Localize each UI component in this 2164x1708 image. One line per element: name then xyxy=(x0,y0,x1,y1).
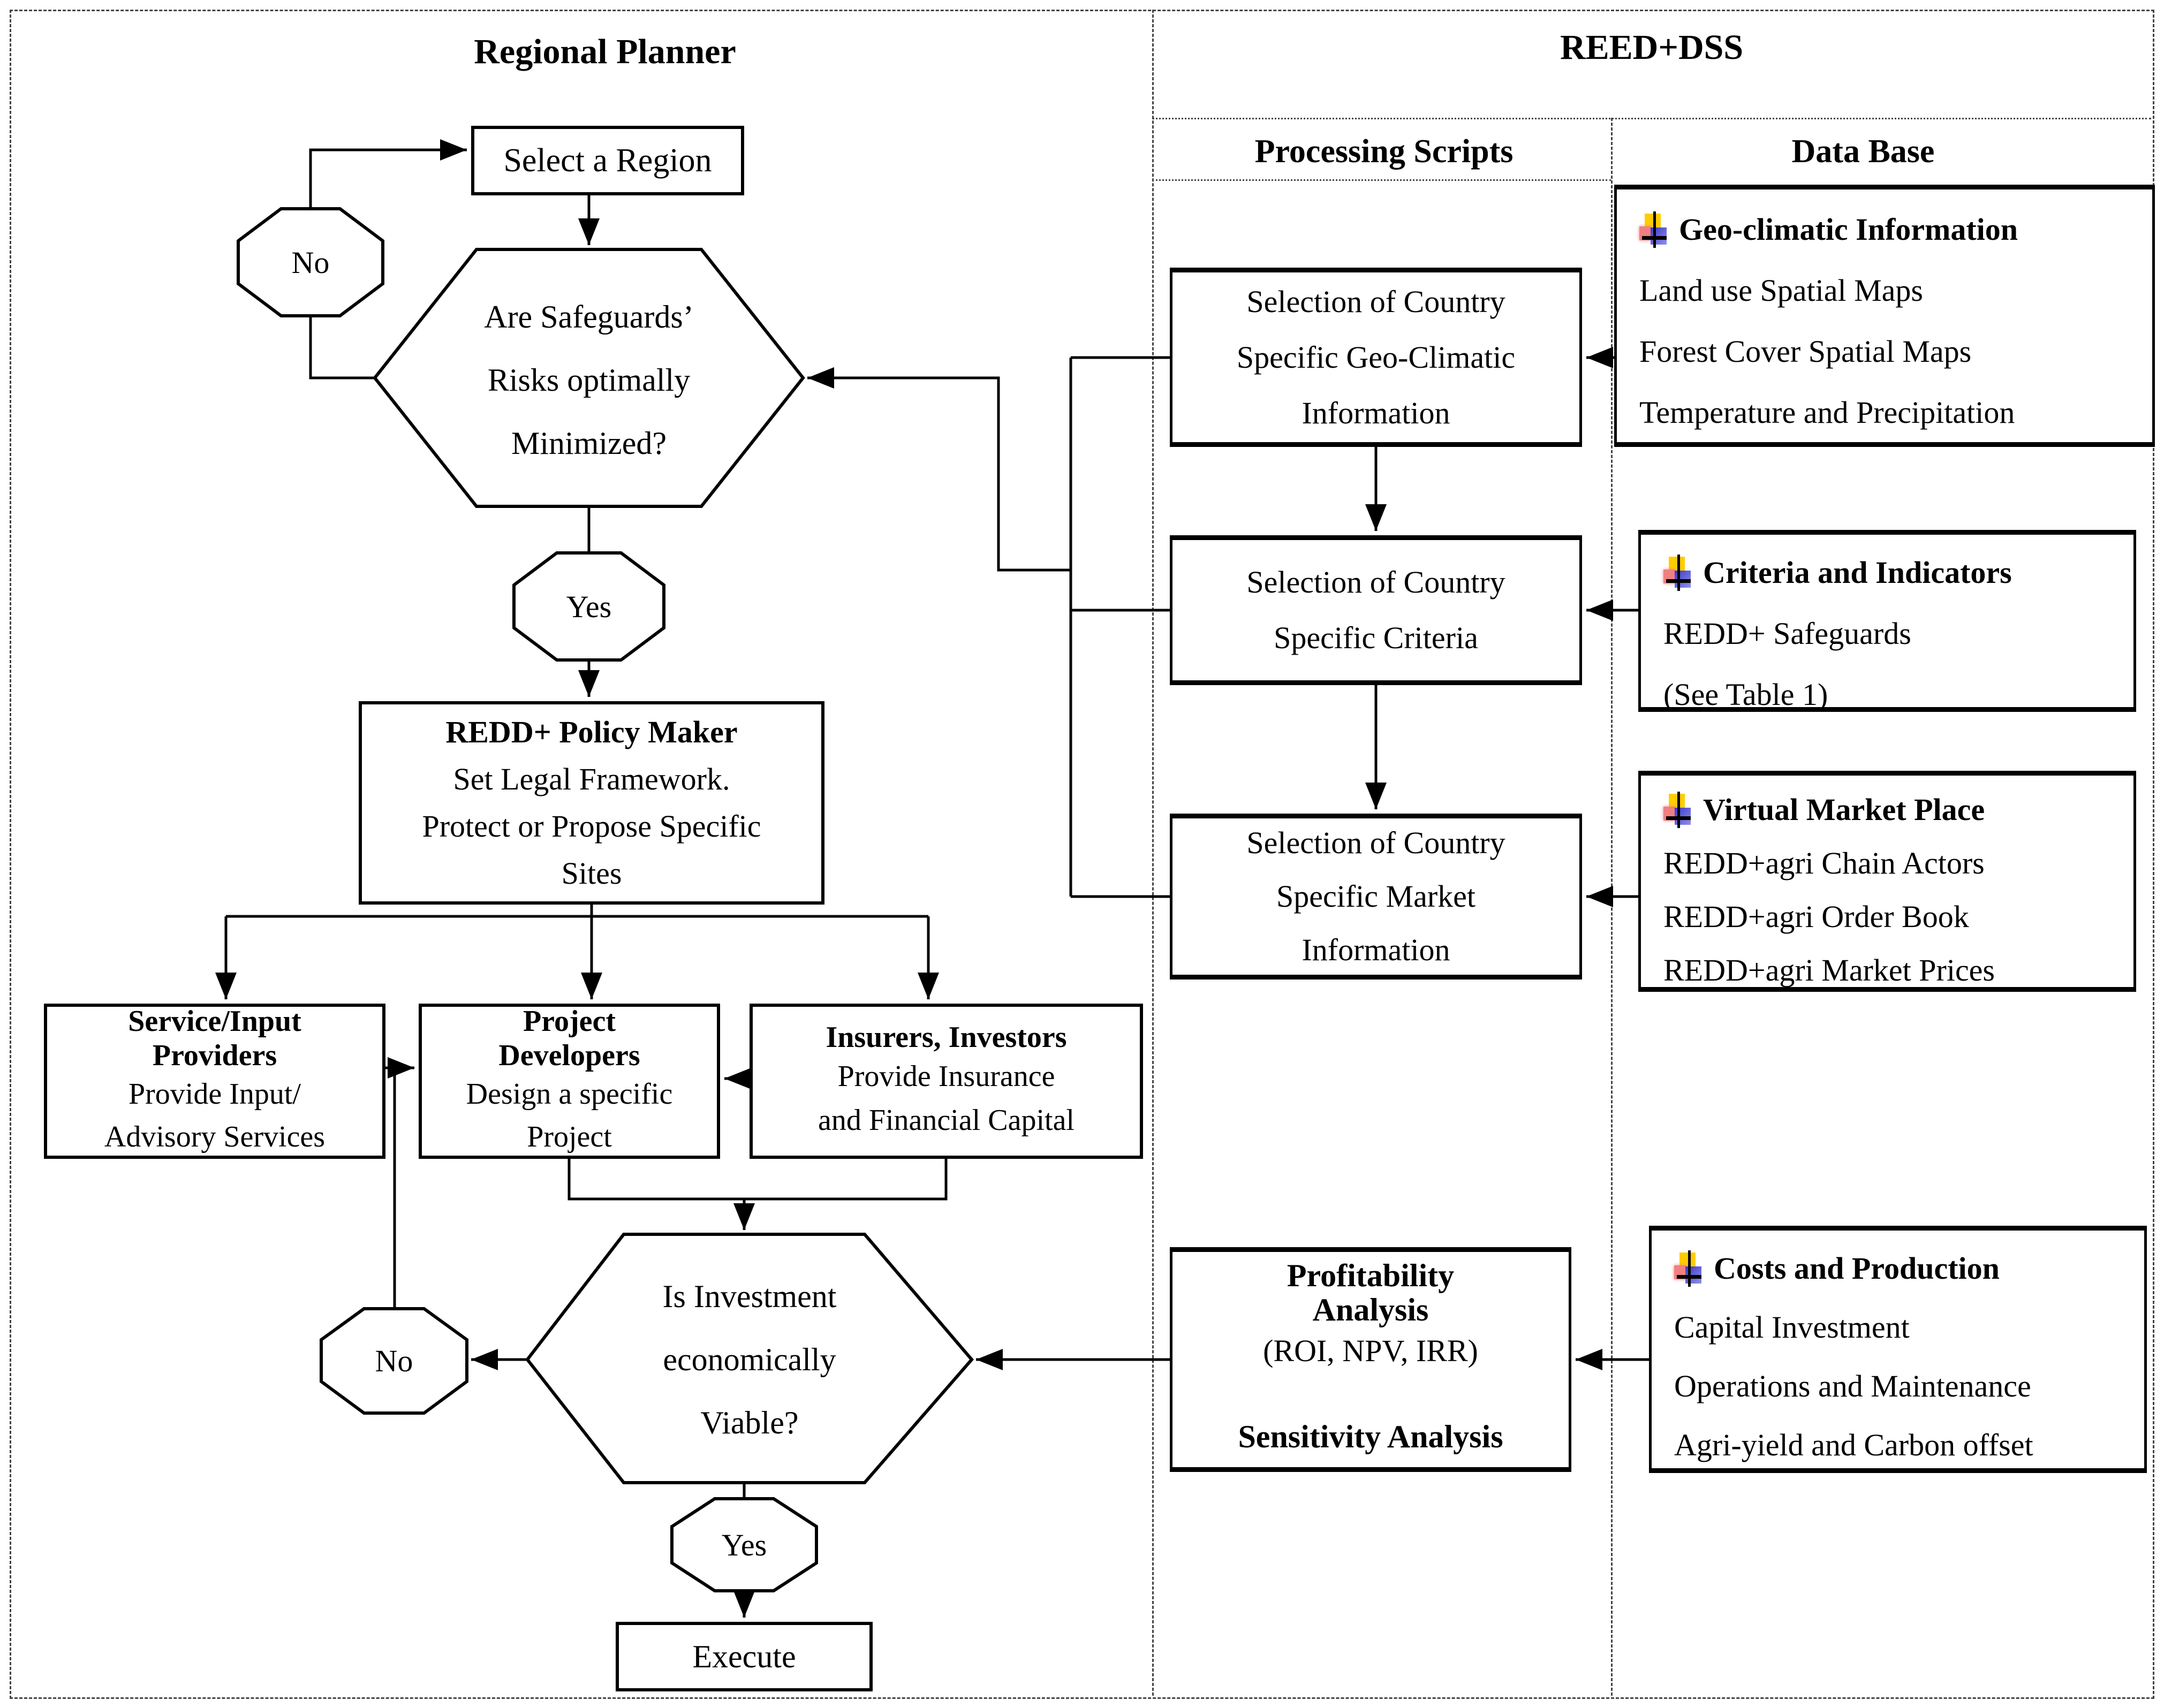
processing-header-underline xyxy=(1152,179,1611,181)
db-geo-box: Geo-climatic Information Land use Spatia… xyxy=(1614,185,2155,447)
service-providers-box: Service/Input Providers Provide Input/ A… xyxy=(44,1004,385,1159)
policy-maker-title: REDD+ Policy Maker xyxy=(445,715,738,749)
insurers-investors-box: Insurers, Investors Provide Insurance an… xyxy=(750,1004,1143,1159)
db-costs-title: Costs and Production xyxy=(1714,1251,2000,1286)
policy-maker-box: REDD+ Policy Maker Set Legal Framework. … xyxy=(359,701,824,905)
db-costs-box: Costs and Production Capital Investment … xyxy=(1649,1226,2147,1473)
safeguards-decision-text: Are Safeguards’ Risks optimally Minimize… xyxy=(484,299,694,461)
proc-criteria-box: Selection of Country Specific Criteria xyxy=(1170,535,1582,685)
yes-top-label: Yes xyxy=(566,589,612,624)
database-marker-icon xyxy=(1674,1250,1704,1287)
no-bottom-octagon xyxy=(320,1307,468,1415)
profitability-roi-line: (ROI, NPV, IRR) xyxy=(1263,1333,1478,1368)
figure-border xyxy=(10,10,2154,1699)
db-geo-title: Geo-climatic Information xyxy=(1679,212,2018,247)
edge-bus-to-safeguards xyxy=(807,367,1071,572)
panel-divider xyxy=(1152,10,1154,1696)
sensitivity-analysis-label: Sensitivity Analysis xyxy=(1238,1419,1503,1454)
db-criteria-title: Criteria and Indicators xyxy=(1703,555,2012,590)
select-region-label: Select a Region xyxy=(503,142,712,179)
safeguards-decision-hexagon xyxy=(373,248,805,508)
proc-geo-box: Selection of Country Specific Geo-Climat… xyxy=(1170,268,1582,447)
proc-market-box: Selection of Country Specific Market Inf… xyxy=(1170,814,1582,980)
edge-project-down xyxy=(568,1159,744,1201)
investment-decision-text: Is Investment economically Viable? xyxy=(662,1279,837,1440)
db-market-title: Virtual Market Place xyxy=(1703,792,1985,827)
yes-top-octagon xyxy=(512,551,665,662)
database-marker-icon xyxy=(1663,555,1693,591)
db-criteria-box: Criteria and Indicators REDD+ Safeguards… xyxy=(1638,530,2136,712)
processing-scripts-header: Processing Scripts xyxy=(1254,133,1514,170)
edge-no-to-select xyxy=(309,139,467,208)
profitability-box: Profitability Analysis (ROI, NPV, IRR) S… xyxy=(1170,1247,1571,1472)
edge-safeguards-to-no xyxy=(309,317,375,379)
project-developers-box: Project Developers Design a specific Pro… xyxy=(419,1004,720,1159)
investment-decision-hexagon xyxy=(525,1233,974,1484)
no-top-octagon xyxy=(237,207,384,317)
execute-box: Execute xyxy=(616,1622,873,1691)
execute-label: Execute xyxy=(692,1638,796,1674)
reeddss-header-underline xyxy=(1152,118,2151,119)
right-panel-title: REED+DSS xyxy=(1560,28,1744,67)
select-region-box: Select a Region xyxy=(471,126,744,195)
insurers-title: Insurers, Investors xyxy=(826,1021,1067,1054)
database-marker-icon xyxy=(1639,211,1669,248)
left-panel-title: Regional Planner xyxy=(474,32,736,71)
no-bottom-label: No xyxy=(375,1343,413,1378)
no-top-label: No xyxy=(291,245,330,280)
database-marker-icon xyxy=(1663,792,1693,828)
edge-insurers-down xyxy=(744,1159,948,1201)
yes-bottom-label: Yes xyxy=(721,1527,767,1562)
database-header: Data Base xyxy=(1791,133,1935,170)
db-market-box: Virtual Market Place REDD+agri Chain Act… xyxy=(1638,771,2136,992)
yes-bottom-octagon xyxy=(670,1497,818,1592)
